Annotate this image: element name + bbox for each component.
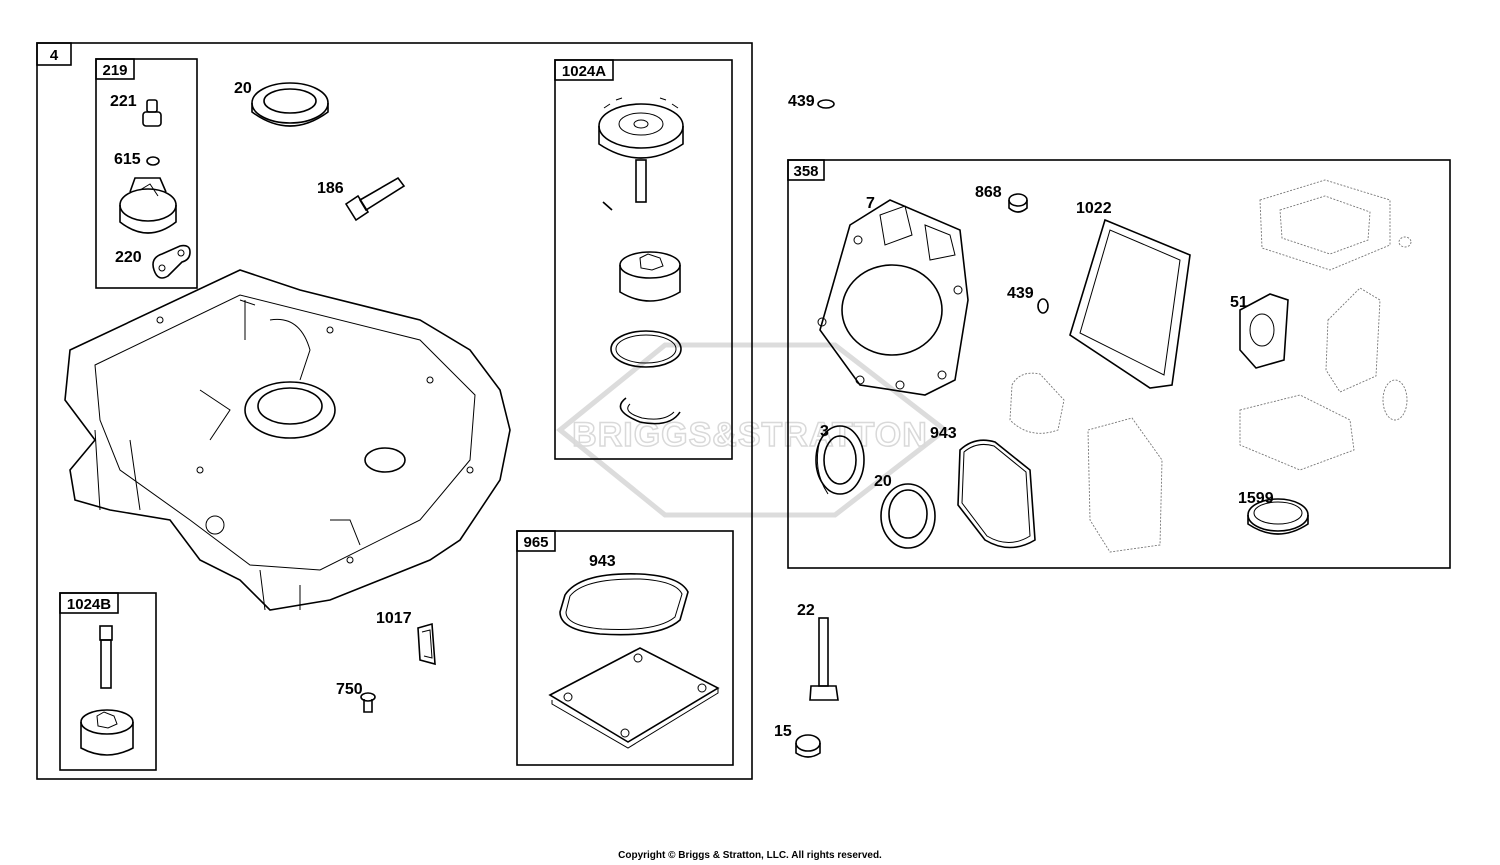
part-221-bolt <box>142 99 162 127</box>
label-15: 15 <box>774 723 792 740</box>
kit-4-tag: 4 <box>50 47 59 64</box>
kit-box-4: 4 <box>36 42 753 780</box>
label-943-kit: 943 <box>930 425 957 442</box>
kit-box-219: 219 <box>95 58 198 289</box>
part-15-plug <box>795 734 821 758</box>
part-20-seal-kit <box>880 483 936 549</box>
kit-219-tag: 219 <box>102 62 127 79</box>
part-pin <box>602 201 613 211</box>
part-220-lever <box>152 244 191 279</box>
dotted-gaskets <box>1009 179 1412 553</box>
part-cover-plate <box>548 647 720 749</box>
part-oil-ring <box>610 330 682 368</box>
part-868-seal <box>1008 193 1028 213</box>
part-750-pin <box>360 692 376 713</box>
label-20-kit: 20 <box>874 473 892 490</box>
part-439-oring-top <box>817 99 835 109</box>
kit-965-tag: 965 <box>523 534 548 551</box>
part-oil-pump-rotor-a <box>619 251 681 302</box>
part-1599-ring <box>1247 498 1309 535</box>
part-crankcase-sump <box>64 269 511 611</box>
label-943-965: 943 <box>589 553 616 570</box>
part-615-ring <box>146 156 160 166</box>
label-1022: 1022 <box>1076 200 1112 217</box>
copyright-footer: Copyright © Briggs & Stratton, LLC. All … <box>618 850 882 861</box>
part-1022-valve-cover-gasket <box>1069 218 1191 389</box>
label-221: 221 <box>110 93 137 110</box>
label-220: 220 <box>115 249 142 266</box>
part-governor-gear <box>119 177 177 234</box>
kit-358-tag: 358 <box>793 163 818 180</box>
part-943-gasket-ring <box>559 573 689 636</box>
part-oil-pump-rotor-b <box>80 709 134 756</box>
part-clip <box>619 397 681 425</box>
label-615: 615 <box>114 151 141 168</box>
label-439-kit: 439 <box>1007 285 1034 302</box>
label-20-top: 20 <box>234 80 252 97</box>
label-7: 7 <box>866 195 875 212</box>
part-3-oil-seal <box>815 425 865 495</box>
label-439-top: 439 <box>788 93 815 110</box>
label-1017: 1017 <box>376 610 412 627</box>
part-1017-screen <box>417 622 436 666</box>
label-51: 51 <box>1230 294 1248 311</box>
label-1599: 1599 <box>1238 490 1274 507</box>
kit-box-1024A: 1024A <box>554 59 733 460</box>
part-186-shaft <box>344 176 406 222</box>
label-750: 750 <box>336 681 363 698</box>
label-22: 22 <box>797 602 815 619</box>
watermark-text: BRIGGS&STRATTON <box>572 416 928 454</box>
kit-1024B-tag: 1024B <box>67 596 111 613</box>
kit-box-358: 358 <box>787 159 1451 569</box>
part-oil-pump-gear <box>598 97 684 203</box>
kit-box-1024B: 1024B <box>59 592 157 771</box>
part-51-exhaust-gasket <box>1239 293 1289 369</box>
part-7-head-gasket <box>817 199 969 396</box>
part-22-bolt <box>809 617 839 701</box>
label-186: 186 <box>317 180 344 197</box>
kit-box-965: 965 943 <box>516 530 734 766</box>
part-439-oring-kit <box>1037 298 1049 314</box>
part-943-gasket-kit <box>957 439 1036 549</box>
label-868: 868 <box>975 184 1002 201</box>
part-oil-pump-shaft-b <box>99 625 113 689</box>
label-3: 3 <box>820 423 829 440</box>
part-20-seal <box>251 82 329 127</box>
kit-1024A-tag: 1024A <box>562 63 606 80</box>
brand-watermark: BRIGGS&STRATTON <box>556 342 950 518</box>
